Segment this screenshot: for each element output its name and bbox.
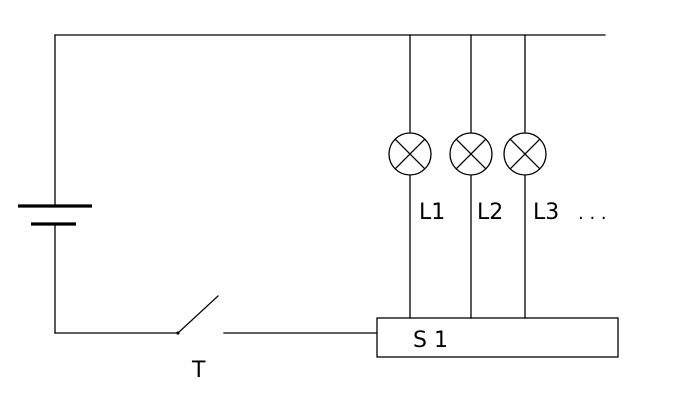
switch-symbol bbox=[176, 295, 219, 335]
box-label: S 1 bbox=[413, 328, 448, 353]
lamp-ellipsis: . . . bbox=[578, 203, 607, 224]
battery-symbol bbox=[18, 204, 92, 226]
lamp-branch-1 bbox=[388, 34, 432, 319]
switch-lever bbox=[177, 295, 219, 334]
lamp-label-3: L3 bbox=[533, 200, 559, 225]
s1-box bbox=[376, 317, 619, 358]
lamp-branch-2 bbox=[449, 34, 493, 319]
switch-label: T bbox=[191, 358, 206, 383]
lamp-label-1: L1 bbox=[419, 200, 445, 225]
lamp-label-2: L2 bbox=[477, 200, 503, 225]
lamp-3-cross-b bbox=[509, 138, 541, 170]
lamp-branch-3 bbox=[503, 34, 547, 319]
lamp-1-cross-b bbox=[394, 138, 426, 170]
lamp-2-cross-b bbox=[455, 138, 487, 170]
